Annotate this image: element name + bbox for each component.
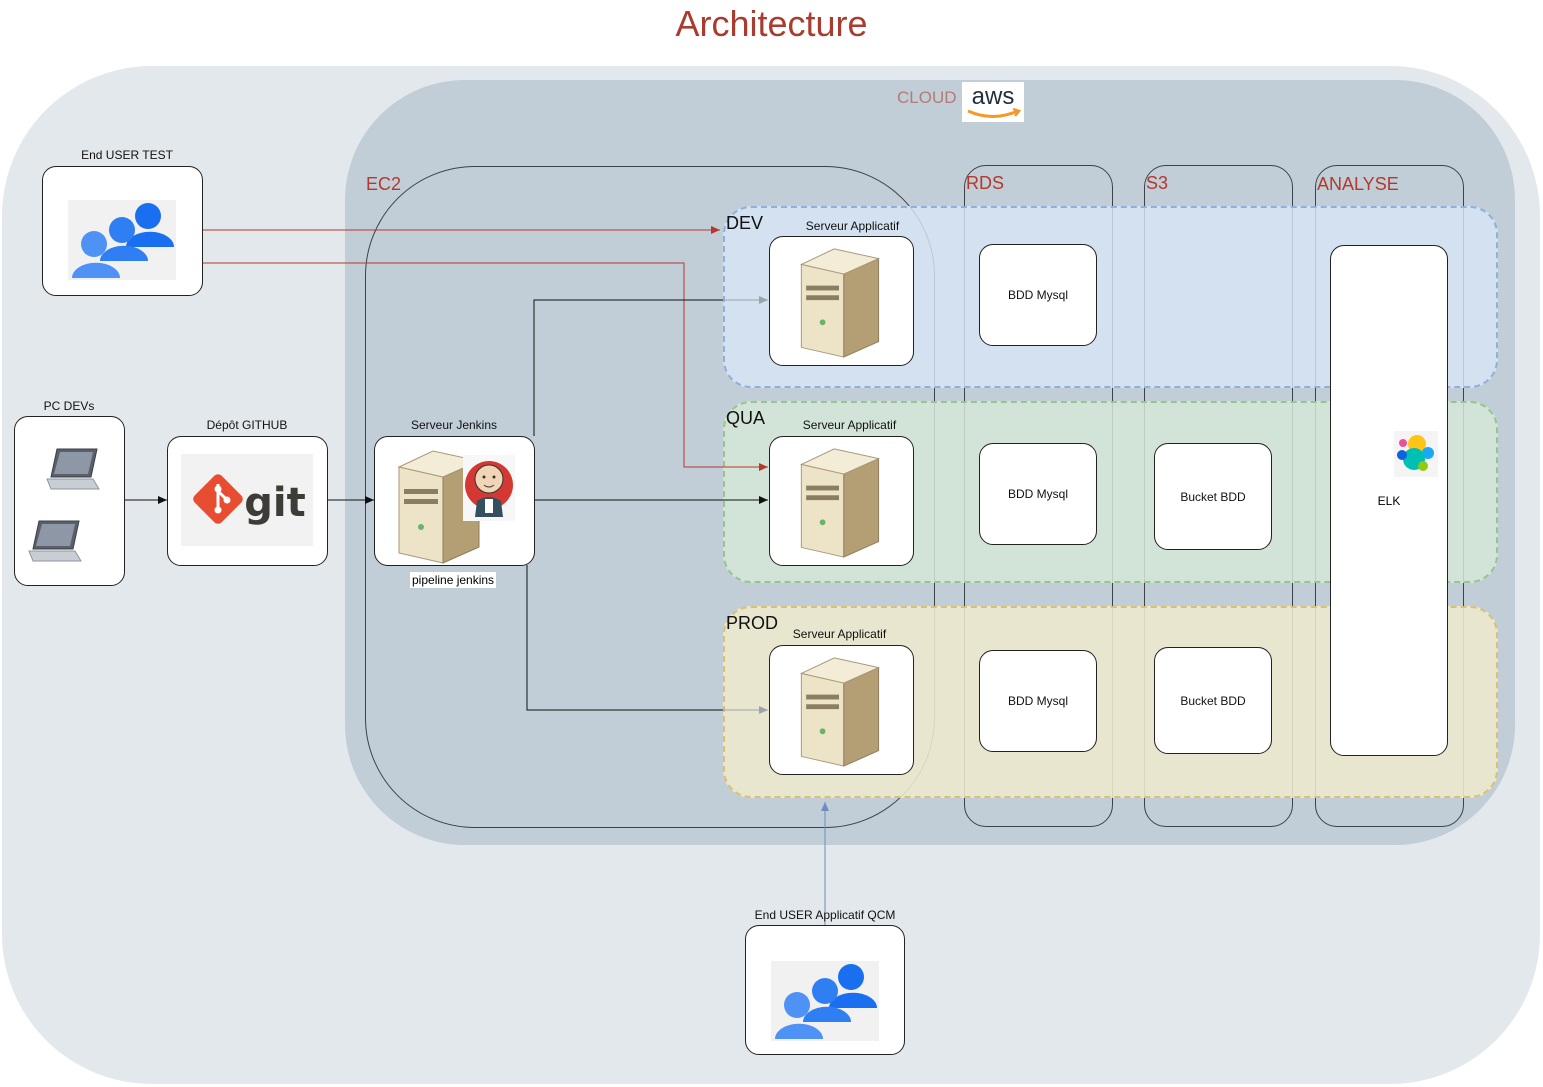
app-server-prod-label: Serveur Applicatif [792, 627, 887, 641]
rds-label: RDS [966, 173, 1005, 193]
cloud-label: CLOUD [897, 88, 957, 107]
end-user-qcm-box [745, 925, 905, 1055]
ec2-label: EC2 [366, 174, 402, 194]
s3-label: S3 [1146, 173, 1169, 193]
laptop-icon [25, 517, 83, 572]
bdd-mysql-qua: BDD Mysql [979, 443, 1097, 545]
elk-label: ELK [1377, 494, 1401, 508]
analyse-label: ANALYSE [1317, 174, 1399, 194]
github-label: Dépôt GITHUB [206, 418, 288, 432]
server-icon [395, 449, 481, 570]
app-server-qua-box [769, 436, 914, 566]
env-qua-label: QUA [726, 408, 766, 428]
env-prod-label: PROD [726, 613, 779, 633]
end-user-test-label: End USER TEST [81, 148, 173, 162]
elastic-logo-icon [1394, 431, 1438, 477]
bdd-mysql-prod: BDD Mysql [979, 650, 1097, 752]
git-logo-icon: git [181, 454, 313, 546]
app-server-prod-box [769, 645, 914, 775]
app-server-qua-label: Serveur Applicatif [802, 418, 897, 432]
users-icon [771, 961, 879, 1041]
arrow-jenkins-dev [533, 299, 723, 436]
jenkins-icon [463, 455, 515, 521]
server-icon [796, 247, 882, 364]
elk-box: ELK [1330, 245, 1448, 756]
diagram-title: Architecture [675, 3, 868, 44]
server-icon [796, 656, 882, 773]
bucket-bdd-qua: Bucket BDD [1154, 443, 1272, 550]
arrow-enduser-qua [203, 262, 768, 471]
users-icon [68, 200, 176, 280]
aws-logo-text: aws [972, 83, 1015, 110]
jenkins-box [374, 436, 535, 566]
pipeline-label: pipeline jenkins [410, 572, 497, 588]
bucket-bdd-prod: Bucket BDD [1154, 647, 1272, 754]
github-box: git [167, 436, 328, 566]
laptop-icon [43, 445, 101, 500]
env-dev-label: DEV [726, 213, 764, 233]
app-server-dev-label: Serveur Applicatif [805, 219, 900, 233]
server-icon [796, 447, 882, 564]
pc-devs-box [14, 416, 125, 586]
end-user-test-box [42, 166, 203, 296]
aws-logo-icon: aws [962, 82, 1024, 122]
svg-text:git: git [244, 480, 305, 526]
jenkins-label: Serveur Jenkins [410, 418, 498, 432]
end-user-qcm-label: End USER Applicatif QCM [754, 908, 896, 922]
bdd-mysql-dev: BDD Mysql [979, 244, 1097, 346]
arrow-jenkins-prod [526, 565, 723, 711]
app-server-dev-box [769, 236, 914, 366]
pc-devs-label: PC DEVs [43, 399, 95, 413]
